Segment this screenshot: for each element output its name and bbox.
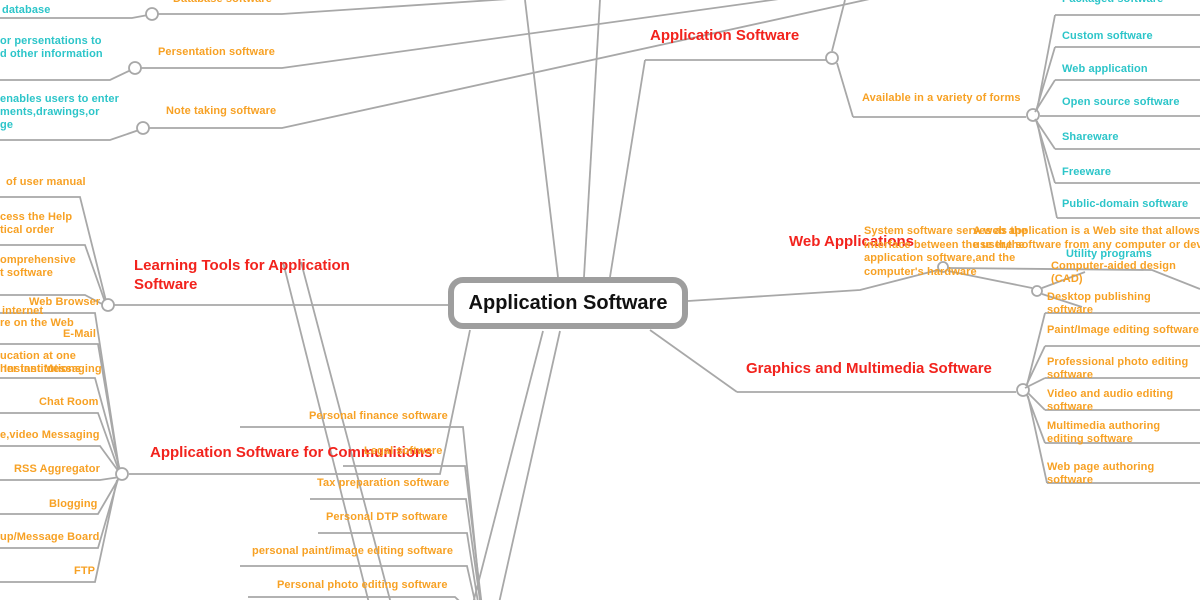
topic-desktop-publishing[interactable]: Desktop publishing software [1047,291,1151,316]
topic-public-domain-software[interactable]: Public-domain software [1062,198,1189,210]
topic-presentation-software[interactable]: Persentation software [158,46,276,58]
topic-personal-dtp[interactable]: Personal DTP software [326,511,448,523]
hub-web-applications[interactable] [937,261,949,273]
hub-graphics[interactable] [1016,383,1030,397]
topic-instant-messaging[interactable]: Instant Messaging [4,363,102,375]
topic-custom-software[interactable]: Custom software [1062,30,1153,42]
topic-personal-paint-image[interactable]: personal paint/image editing software [252,545,454,557]
topic-available-forms[interactable]: Available in a variety of forms [862,92,1021,104]
topic-freeware[interactable]: Freeware [1062,166,1112,178]
branch-label-communications[interactable]: Application Software for Communitions [150,444,433,461]
topic-tax-preparation[interactable]: Tax preparation software [317,477,450,489]
topic-open-source-software[interactable]: Open source software [1062,96,1180,108]
hub-communications[interactable] [115,467,129,481]
hub-application-software[interactable] [825,51,839,65]
center-topic[interactable]: Application Software [448,277,688,329]
hub-notetaking[interactable] [136,121,150,135]
topic-help-order[interactable]: cess the Help tical order [0,211,73,236]
hub-database[interactable] [145,7,159,21]
topic-message-board[interactable]: up/Message Board [0,531,100,543]
topic-packaged-software[interactable]: Packaged software [1062,0,1163,6]
topic-cad[interactable]: Computer-aided design (CAD) [1051,260,1176,285]
topic-comprehensive[interactable]: omprehensive t software [0,254,76,279]
topic-video-audio-editing[interactable]: Video and audio editing software [1047,388,1174,413]
hub-learning[interactable] [101,298,115,312]
topic-multimedia-authoring[interactable]: Multimedia authoring editing software [1047,420,1161,445]
topic-institutions[interactable]: her institutions [0,363,82,375]
topic-web-browser[interactable]: Web Browser [29,296,101,308]
hub-utility[interactable] [1031,285,1043,297]
topic-legal-software[interactable]: Legal software [364,445,443,457]
topic-ftp[interactable]: FTP [74,565,96,577]
topic-rss-aggregator[interactable]: RSS Aggregator [14,463,100,475]
branch-label-learning-tools[interactable]: Learning Tools for Application Software [134,257,350,293]
topic-internet[interactable]: internet [2,305,44,317]
hub-forms[interactable] [1026,108,1040,122]
note-system-software[interactable]: System software serves as the interface … [864,225,1028,278]
topic-video-messaging[interactable]: e,video Messaging [0,429,100,441]
branch-label-application-software[interactable]: Application Software [650,27,800,44]
topic-utility-programs[interactable]: Utility programs [1066,248,1152,260]
topic-personal-photo-editing[interactable]: Personal photo editing software [277,579,448,591]
topic-web-page-authoring[interactable]: Web page authoring software [1047,461,1155,486]
topic-personal-finance[interactable]: Personal finance software [309,410,448,422]
topic-web-application[interactable]: Web application [1062,63,1148,75]
topic-database-software[interactable]: Database software [173,0,272,6]
topic-notetaking-software[interactable]: Note taking software [166,105,277,117]
topic-professional-photo[interactable]: Professional photo editing software [1047,356,1189,381]
topic-paint-image-editing[interactable]: Paint/Image editing software [1047,324,1199,336]
topic-chat-room[interactable]: Chat Room [39,396,99,408]
topic-presentation-desc[interactable]: or persentations to d other information [0,35,103,60]
topic-education-at-one[interactable]: ucation at one [0,350,76,362]
topic-database-desc[interactable]: database [2,4,51,16]
note-web-application[interactable]: A web application is a Web site that all… [973,225,1200,251]
branch-label-graphics-multimedia[interactable]: Graphics and Multimedia Software [746,360,992,377]
topic-email[interactable]: E-Mail [63,328,96,340]
hub-presentation[interactable] [128,61,142,75]
topic-notetaking-desc[interactable]: enables users to enter ments,drawings,or… [0,93,119,131]
branch-label-web-applications[interactable]: Web Applications [789,233,915,250]
topic-shareware[interactable]: Shareware [1062,131,1119,143]
topic-user-manual[interactable]: of user manual [6,176,86,188]
topic-blogging[interactable]: Blogging [49,498,98,510]
center-topic-label: Application Software [468,291,668,314]
topic-on-the-web[interactable]: re on the Web [0,317,74,329]
